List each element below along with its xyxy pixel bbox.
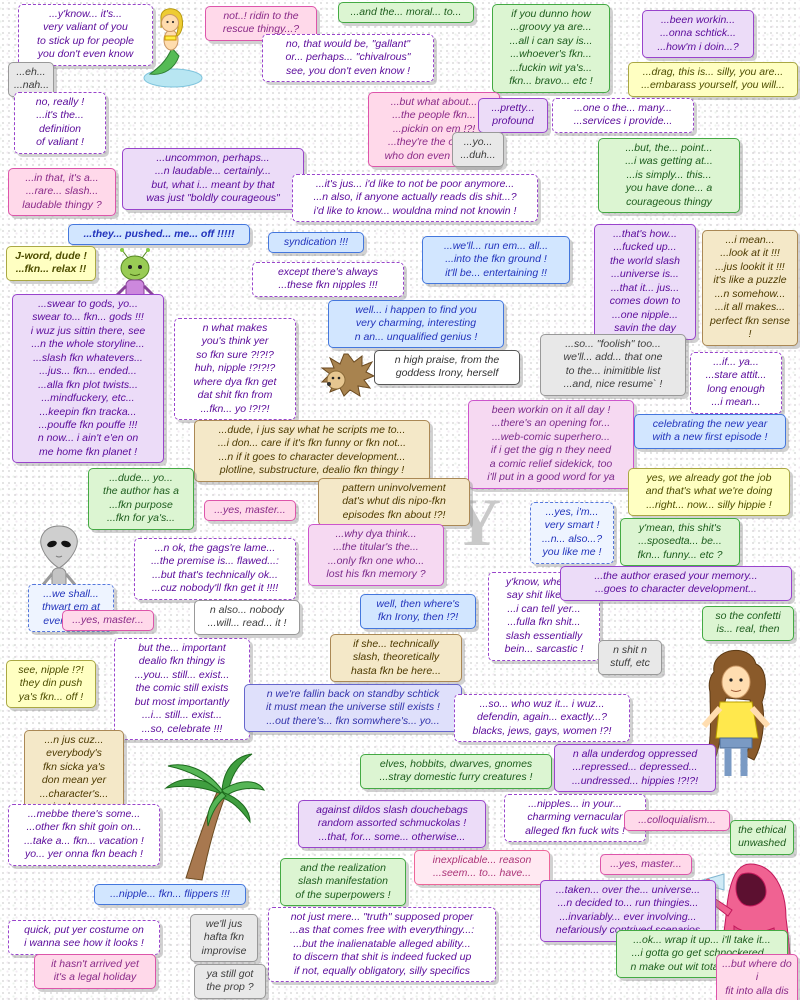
speech-bubble: ...in that, it's a... ...rare... slash..… (8, 168, 116, 217)
speech-bubble: ...uncommon, perhaps... ...n laudable...… (122, 148, 304, 210)
speech-bubble: ...dude... yo... the author has a ...fkn… (88, 468, 194, 530)
speech-bubble: no, that would be, "gallant" or... perha… (262, 34, 434, 83)
speech-bubble: y'mean, this shit's ...sposedta... be...… (620, 518, 740, 567)
speech-bubble: celebrating the new year with a new firs… (634, 414, 786, 449)
speech-bubble: yes, we already got the job and that's w… (628, 468, 790, 517)
speech-bubble: ...one o the... many... ...services i pr… (552, 98, 694, 133)
speech-bubble: syndication !!! (268, 232, 364, 254)
mermaid-character-icon (143, 8, 203, 88)
speech-bubble: ...but where do i fit into alla dis ? (716, 954, 798, 1000)
speech-bubble: ...it's jus... i'd like to not be poor a… (292, 174, 538, 223)
speech-bubble: except there's always ...these fkn nippl… (252, 262, 404, 297)
speech-bubble: ...why dya think... ...the titular's the… (308, 524, 444, 586)
speech-bubble: ...but what about... ...the people fkn..… (368, 92, 500, 168)
speech-bubble: and the realization slash manifestation … (280, 858, 406, 907)
speech-bubble: ...dude, i jus say what he scripts me to… (194, 420, 430, 482)
speech-bubble: so the confetti is... real, then (702, 606, 794, 641)
speech-bubble: ...but, the... point... ...i was getting… (598, 138, 740, 214)
speech-bubble: ...if... ya... ...stare attit... long en… (690, 352, 782, 414)
speech-bubble: ...colloquialism... (624, 810, 730, 832)
speech-bubble: n alla underdog oppressed ...repressed..… (554, 744, 716, 793)
speech-bubble: inexplicable... reason ...seem... to... … (414, 850, 550, 885)
speech-bubble: ...we'll... run em... all... ...into the… (422, 236, 570, 285)
speech-bubble: ...been workin... ...onna schtick... ...… (642, 10, 754, 59)
speech-bubble: ...i mean... ...look at it !!! ...jus lo… (702, 230, 798, 346)
speech-bubble: ...mebbe there's some... ...other fkn sh… (8, 804, 160, 866)
speech-bubble: well, then where's fkn Irony, then !?! (360, 594, 476, 629)
speech-bubble: ...so... "foolish" too... we'll... add..… (540, 334, 686, 396)
speech-bubble: ...yes, master... (600, 854, 692, 876)
speech-bubble: ...yes, master... (204, 500, 296, 522)
speech-bubble: ...pretty... profound (478, 98, 548, 133)
speech-bubble: the ethical unwashed (730, 820, 794, 855)
speech-bubble: J-word, dude ! ...fkn... relax !! (6, 246, 96, 281)
speech-bubble: n what makes you's think yer so fkn sure… (174, 318, 296, 421)
speech-bubble: ...they... pushed... me... off !!!!! (68, 224, 250, 246)
woman-character-icon (701, 649, 771, 776)
speech-bubble: ...nipples... in your... charming vernac… (504, 794, 646, 843)
speech-bubble: it hasn't arrived yet it's a legal holid… (34, 954, 156, 989)
speech-bubble: if you dunno how ...groovy ya are... ...… (492, 4, 610, 93)
speech-bubble: we'll jus hafta fkn improvise (190, 914, 258, 963)
speech-bubble: see, nipple !?! they din push ya's fkn..… (6, 660, 96, 709)
hedgehog-character-icon (320, 353, 376, 398)
speech-bubble: ...yo... ...duh... (452, 132, 504, 167)
speech-bubble: not just mere... "truth" supposed proper… (268, 907, 496, 983)
speech-bubble: well... i happen to find you very charmi… (328, 300, 504, 349)
speech-bubble: ...y'know... it's... very valiant of you… (18, 4, 153, 66)
speech-bubble: been workin on it all day ! ...there's a… (468, 400, 634, 489)
speech-bubble: against dildos slash douchebags random a… (298, 800, 486, 849)
speech-bubble: n high praise, from the goddess Irony, h… (374, 350, 520, 385)
speech-bubble: ya still got the prop ? (194, 964, 266, 999)
speech-bubble: quick, put yer costume on i wanna see ho… (8, 920, 160, 955)
speech-bubble: ...so... who wuz it... i wuz... defendin… (454, 694, 630, 743)
speech-bubble: ...yes, i'm... very smart ! ...n... also… (530, 502, 614, 564)
speech-bubble: ...drag, this is... silly, you are... ..… (628, 62, 798, 97)
palm-tree-icon (164, 753, 266, 881)
speech-bubble: ...yes, master... (62, 610, 154, 632)
speech-bubble: ...that's how... ...fucked up... the wor… (594, 224, 696, 340)
speech-bubble: n we're fallin back on standby schtick i… (244, 684, 462, 733)
speech-bubble: ...nipple... fkn... flippers !!! (94, 884, 246, 906)
speech-bubble: no, really ! ...it's the... definition o… (14, 92, 106, 154)
speech-bubble: n shit n stuff, etc (598, 640, 662, 675)
speech-bubble: ...the author erased your memory... ...g… (560, 566, 792, 601)
speech-bubble: pattern uninvolvement dat's whut dis nip… (318, 478, 470, 527)
speech-bubble: ...n ok, the gags're lame... ...the prem… (134, 538, 296, 600)
speech-bubble: elves, hobbits, dwarves, gnomes ...stray… (360, 754, 552, 789)
speech-bubble: ...swear to gods, yo... swear to... fkn.… (12, 294, 164, 464)
speech-bubble: n also... nobody ...will... read... it ! (194, 600, 300, 635)
speech-bubble: if she... technically slash, theoretical… (330, 634, 462, 683)
speech-bubble: but the... important dealio fkn thingy i… (114, 638, 250, 741)
speech-bubble: ...and the... moral... to... (338, 2, 474, 24)
